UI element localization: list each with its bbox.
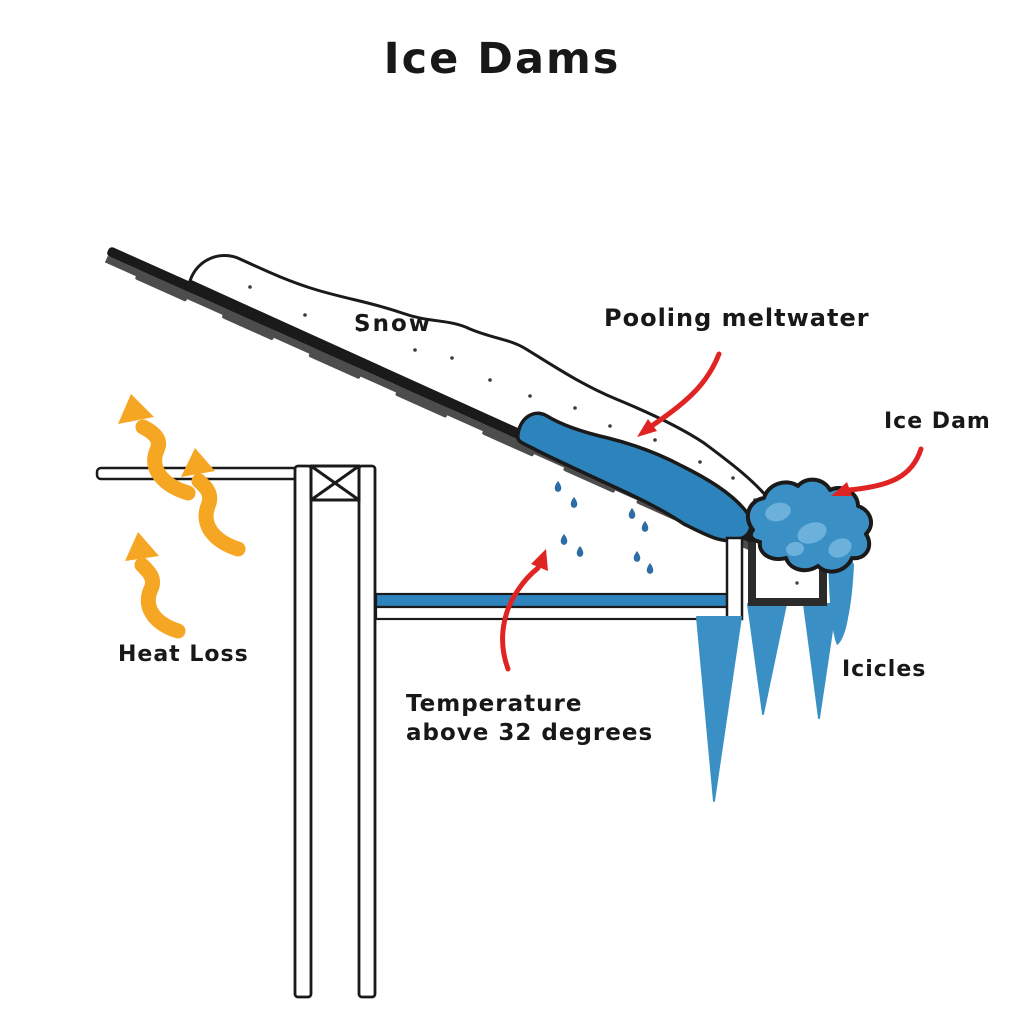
icicle: [803, 603, 837, 719]
wall: [293, 464, 377, 999]
arrow-temperature: [500, 549, 548, 672]
attic-floor-water: [374, 592, 739, 621]
heat-arrow: [118, 394, 196, 501]
pooling-meltwater-label: Pooling meltwater: [604, 304, 870, 332]
temperature-label: Temperature above 32 degrees: [406, 691, 654, 746]
water-drops: [554, 481, 654, 574]
ice-dam-highlights: [765, 502, 852, 558]
heat-arrow: [181, 448, 246, 557]
icicles-label: Icicles: [842, 657, 927, 682]
icicles-group: [696, 603, 837, 802]
arrow-ice-dam: [831, 446, 924, 496]
wall-stud-right: [357, 464, 377, 999]
ice-dam-blob: [745, 477, 874, 574]
cross-brace: [309, 464, 361, 502]
wall-stud-left: [293, 464, 313, 999]
fascia-board: [725, 536, 744, 621]
ice-dam-label: Ice Dam: [884, 409, 991, 434]
heat-loss-arrows: [118, 394, 246, 639]
arrow-pooling-meltwater: [637, 351, 722, 437]
heat-arrow: [125, 532, 186, 639]
page-title: Ice Dams: [383, 34, 621, 84]
snow-label: Snow: [354, 311, 432, 337]
icicle: [696, 616, 742, 802]
icicle: [747, 603, 787, 715]
annotation-arrows: [500, 351, 924, 672]
gutter: [696, 542, 837, 802]
heat-loss-label: Heat Loss: [118, 642, 249, 667]
